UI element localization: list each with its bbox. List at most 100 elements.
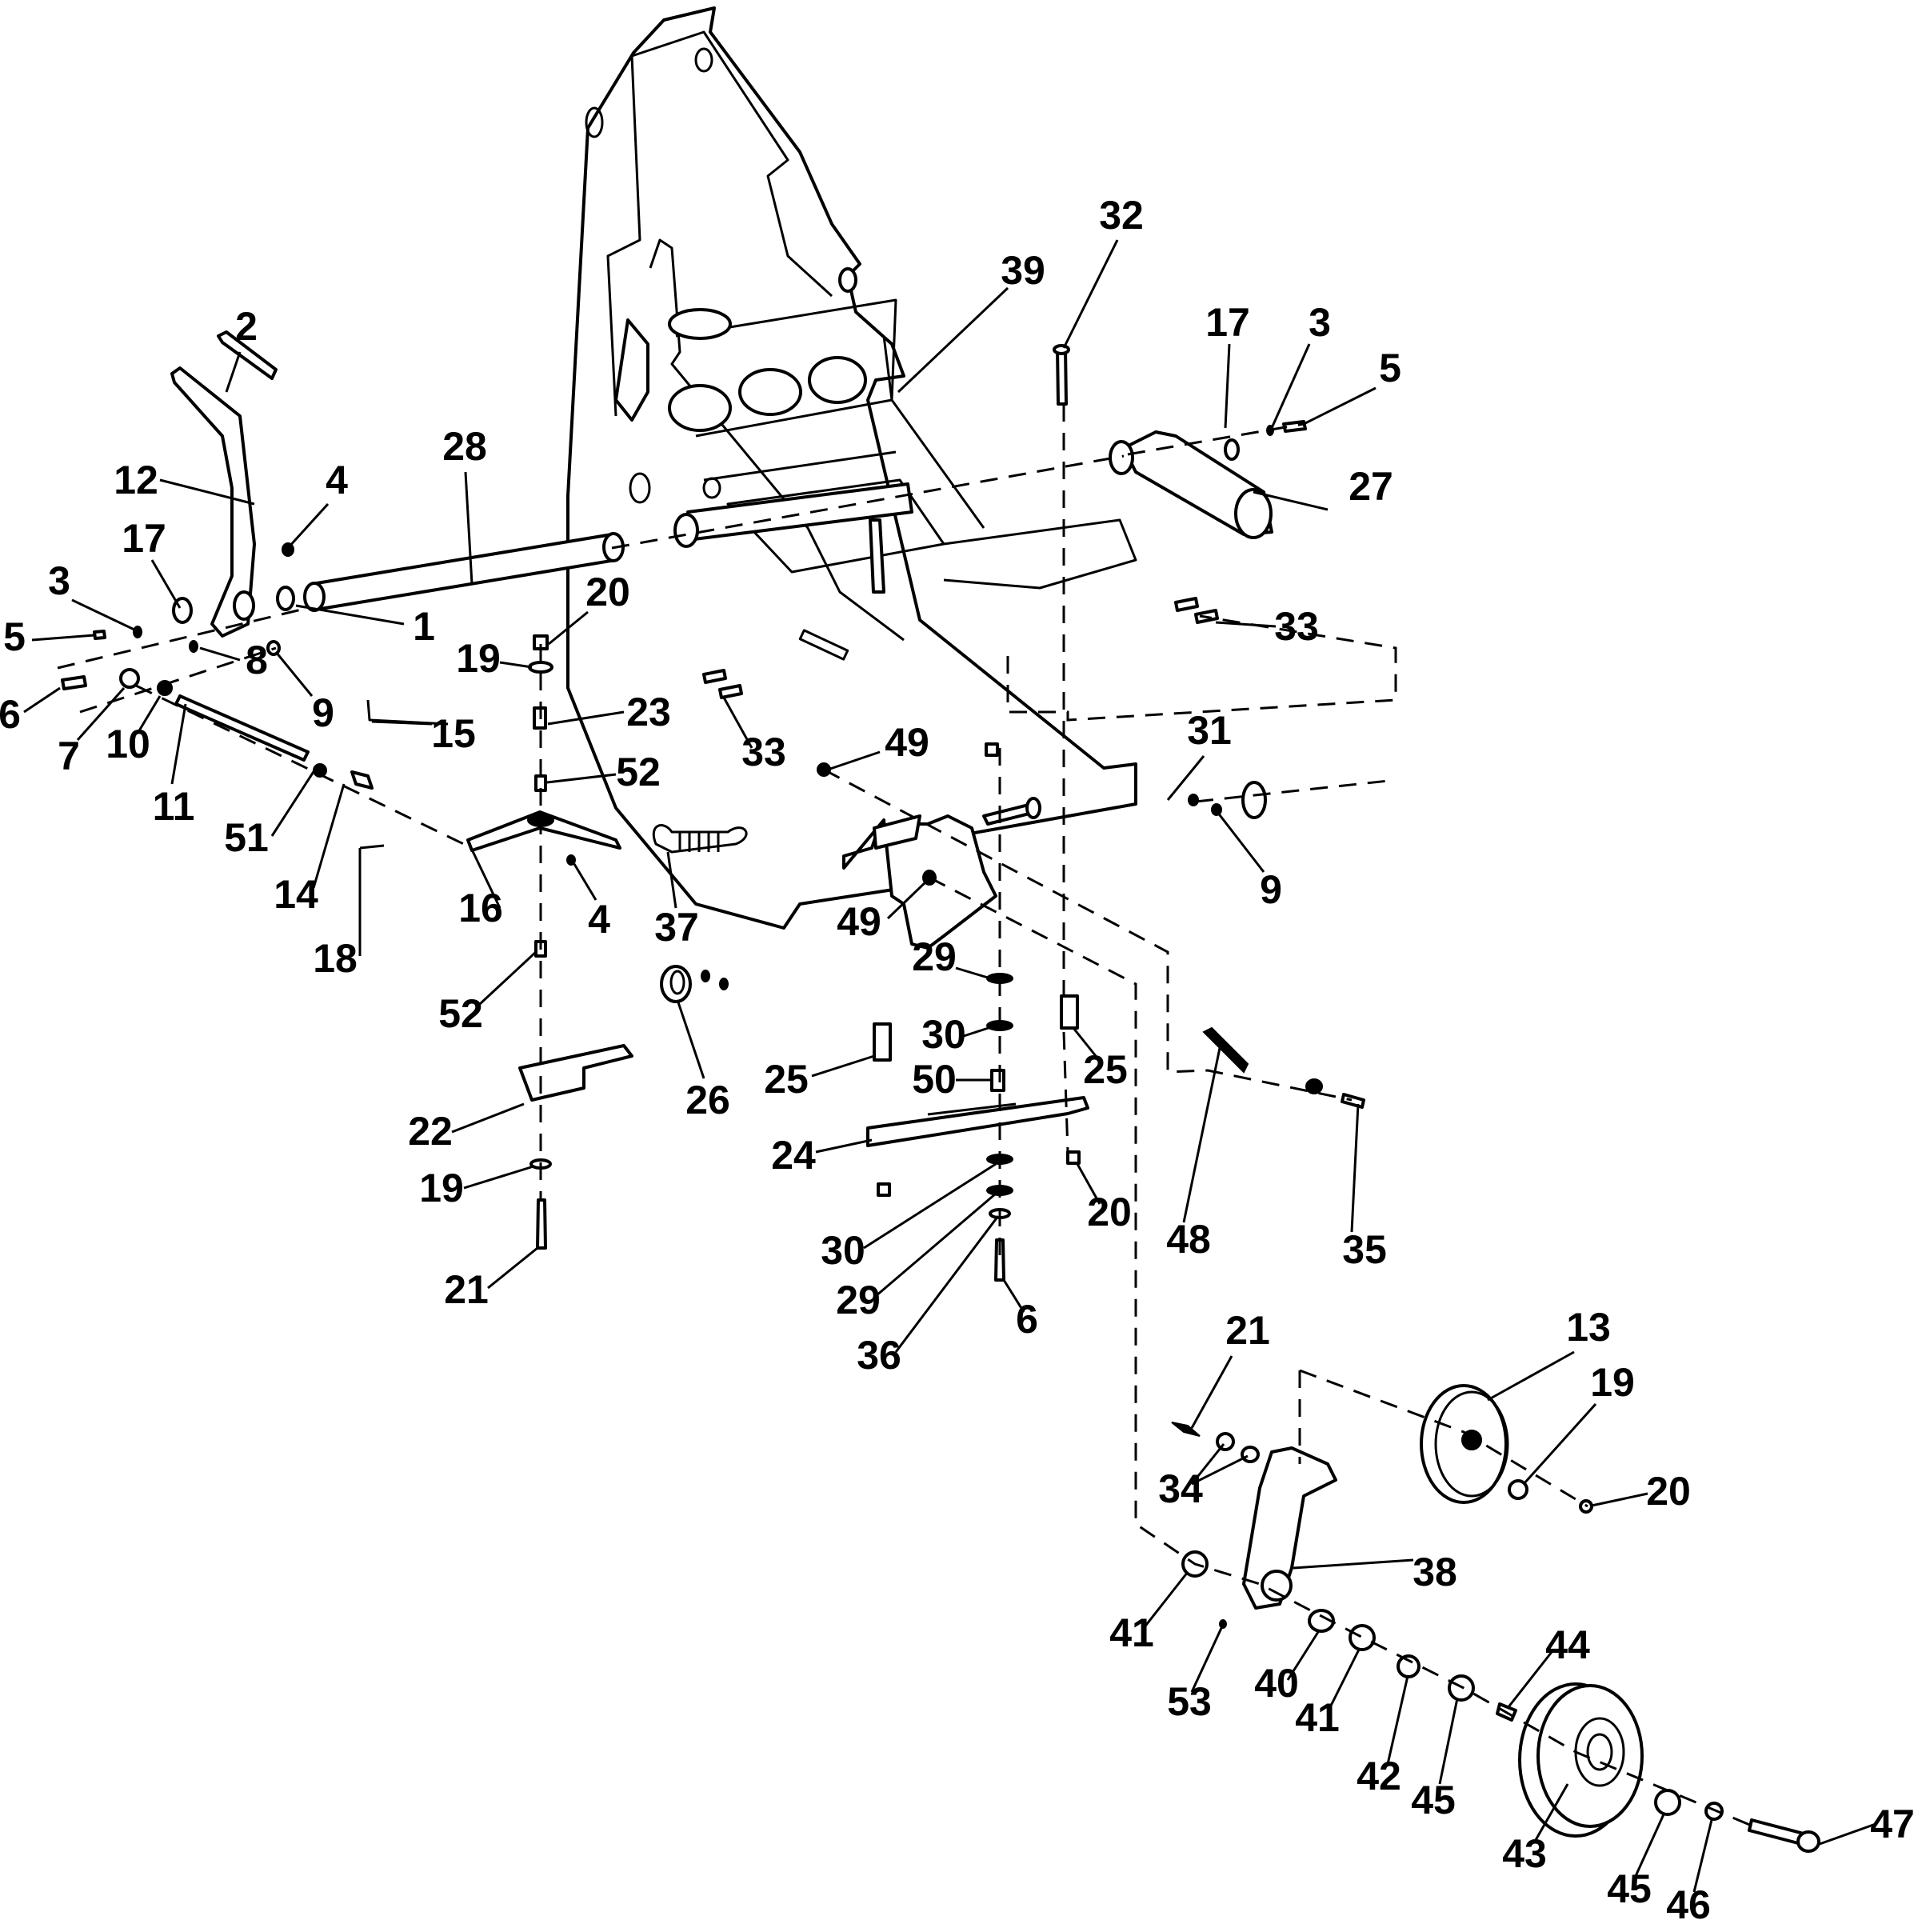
leader-line-14: [312, 783, 346, 889]
pedal-lever-part: [170, 330, 295, 638]
callout-50-bushing: 50: [912, 1057, 957, 1102]
leader-line-49: [886, 878, 929, 920]
callout-16-bellcrank: 16: [458, 886, 503, 930]
callout-47-bolt: 47: [1870, 1802, 1915, 1846]
callout-6-bolt: 6: [0, 692, 21, 737]
callout-25-spacer: 25: [764, 1057, 809, 1102]
bearing-26-part: [660, 965, 729, 1003]
callout-2-pad: 2: [235, 304, 258, 349]
callout-45-spacer: 45: [1411, 1778, 1456, 1822]
leader-line-25: [811, 1054, 875, 1078]
callout-14-clevis: 14: [274, 872, 318, 917]
callout-52-bushing: 52: [616, 750, 661, 794]
leader-line-34: [1191, 1454, 1249, 1486]
leader-line-32: [1062, 239, 1119, 349]
callout-34-washer: 34: [1158, 1466, 1203, 1511]
callout-29-washer: 29: [836, 1278, 881, 1322]
callout-4-fastener: 4: [326, 458, 348, 502]
leader-line-3: [1270, 343, 1311, 429]
bracket-22-part: [518, 1044, 633, 1250]
callout-29-washer: 29: [912, 934, 957, 979]
callout-53-grease-fitting: 53: [1167, 1679, 1212, 1724]
pivot-tube-27-part: [1109, 420, 1307, 539]
callout-19-washer: 19: [456, 636, 501, 681]
leader-line-12: [159, 478, 255, 506]
callout-38-idler-arm: 38: [1413, 1550, 1457, 1594]
callout-17-washer: 17: [1205, 300, 1250, 345]
leader-line-49: [827, 750, 881, 771]
callout-20-nut: 20: [1087, 1190, 1132, 1234]
callout-35-bolt: 35: [1342, 1227, 1387, 1272]
callout-30-washer: 30: [821, 1228, 865, 1273]
callout-18-cotter-pin: 18: [313, 936, 358, 981]
frame-part: [566, 6, 1137, 930]
callout-15-pin: 15: [431, 711, 476, 756]
leader-line-9: [274, 651, 314, 697]
callout-49-nut: 49: [837, 899, 881, 944]
callout-45-spacer: 45: [1607, 1866, 1652, 1911]
leader-line-1: [295, 604, 405, 626]
slotted-bracket-24-part: [866, 973, 1089, 1282]
cross-shaft-part: [303, 532, 625, 612]
leader-line-53: [1190, 1626, 1224, 1693]
callout-52-bushing: 52: [438, 991, 483, 1036]
leader-line-20: [548, 610, 589, 646]
leader-line-30: [963, 1024, 997, 1038]
callout-32-pin: 32: [1099, 193, 1144, 238]
leader-line-5: [1303, 386, 1377, 426]
leader-line-24: [815, 1138, 873, 1154]
linkage-rod-part: [61, 542, 449, 956]
callout-8-washer: 8: [246, 638, 268, 682]
leader-line-20: [1591, 1492, 1648, 1507]
inner-shaft-part: [673, 482, 913, 594]
leader-line-48: [1182, 1047, 1221, 1223]
leader-line-42: [1386, 1675, 1409, 1765]
callout-21-bolt: 21: [444, 1267, 489, 1312]
idler-bracket-part: [817, 742, 1267, 950]
leader-line-31: [1166, 755, 1205, 801]
leader-line-20: [1076, 1163, 1101, 1205]
callout-17-washer: 17: [122, 516, 166, 561]
callout-33-bolt: 33: [1274, 604, 1319, 649]
callout-22-bracket: 22: [408, 1109, 453, 1154]
callout-6-bolt: 6: [1016, 1297, 1038, 1342]
pin-32-part: [1053, 344, 1070, 406]
callout-26-bearing: 26: [685, 1078, 730, 1122]
callout-23-spacer: 23: [626, 690, 671, 734]
leader-line-27: [1253, 490, 1329, 511]
leader-line-17: [150, 559, 182, 609]
callout-39-frame: 39: [1001, 248, 1045, 293]
callout-36-washer: 36: [857, 1333, 901, 1378]
leader-line-45: [1438, 1698, 1459, 1785]
leader-line-23: [547, 710, 625, 726]
leader-line-28: [464, 471, 474, 585]
leader-line-17: [1224, 343, 1231, 429]
callout-3-clip: 3: [1309, 300, 1331, 345]
leader-lines: [23, 239, 1876, 1893]
leader-line-44: [1506, 1651, 1553, 1709]
leader-line-6: [1002, 1279, 1025, 1313]
leader-line-19: [499, 661, 533, 669]
leader-line-51: [270, 767, 318, 837]
callout-27-pivot-tube: 27: [1349, 464, 1393, 509]
spring-48-part: [1202, 1026, 1365, 1109]
callout-19-washer: 19: [1590, 1360, 1635, 1405]
callout-48-spring: 48: [1166, 1217, 1211, 1262]
callout-33-bolt: 33: [741, 730, 786, 774]
callout-13-idler-pulley: 13: [1566, 1305, 1611, 1350]
leader-line-34: [1190, 1443, 1225, 1485]
callout-10-nut: 10: [106, 722, 150, 766]
callout-1-bushing: 1: [413, 604, 435, 649]
leader-line-8: [199, 646, 241, 662]
callout-11-rod: 11: [153, 784, 195, 829]
callout-41-bearing: 41: [1109, 1610, 1154, 1655]
callout-5-pin: 5: [3, 614, 26, 659]
callout-24-slotted-bracket: 24: [771, 1133, 816, 1178]
callout-7-rod-end: 7: [58, 734, 80, 778]
callout-19-washer: 19: [419, 1166, 464, 1210]
leader-line-37: [666, 851, 677, 909]
leader-line-10: [137, 695, 162, 733]
callout-28-cross-shaft: 28: [442, 424, 487, 469]
idler-pulley-13-part: [1420, 1384, 1593, 1514]
